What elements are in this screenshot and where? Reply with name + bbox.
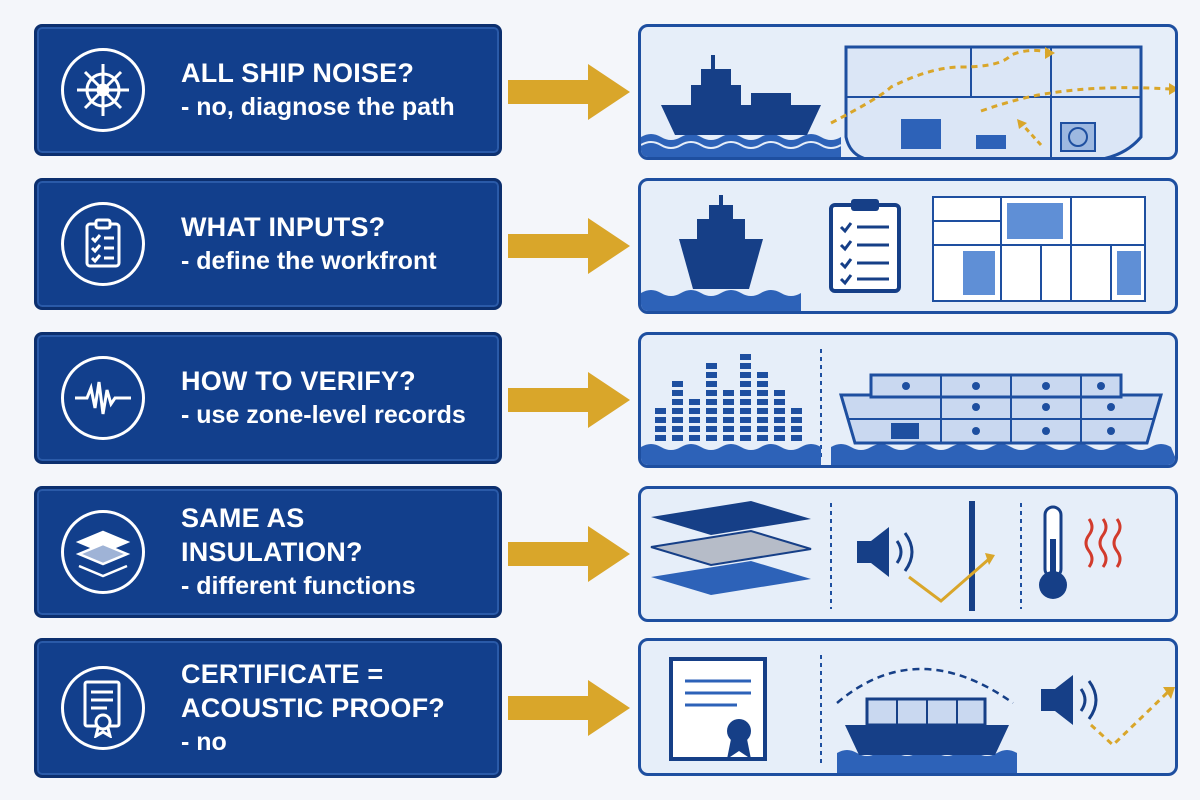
illustration-noise-path: [638, 24, 1178, 160]
certificate-icon: [61, 666, 145, 750]
meter-segment: [774, 399, 785, 405]
meter-segment: [723, 408, 734, 414]
meter-segment: [689, 417, 700, 423]
meter-segment: [672, 426, 683, 432]
meter-segment: [672, 408, 683, 414]
meter-segment: [791, 426, 802, 432]
meter-segment: [740, 426, 751, 432]
meter-segment: [723, 390, 734, 396]
question-answer: - define the workfront: [181, 247, 437, 275]
arrow-right-icon: [508, 218, 630, 274]
meter-segment: [655, 426, 666, 432]
speaker-icon: [1041, 675, 1098, 725]
illustration-certificate-vs-proof: [638, 638, 1178, 776]
meter-segment: [757, 399, 768, 405]
row-ship-noise: ALL SHIP NOISE? - no, diagnose the path: [0, 24, 1200, 160]
meter-segment: [723, 435, 734, 441]
meter-segment: [774, 408, 785, 414]
meter-segment: [672, 399, 683, 405]
illustration-zone-records: [638, 332, 1178, 468]
meter-segment: [791, 408, 802, 414]
illustration-functions: [638, 486, 1178, 622]
meter-segment: [740, 390, 751, 396]
meter-segment: [740, 372, 751, 378]
meter-segment: [791, 417, 802, 423]
question-box: CERTIFICATE = ACOUSTIC PROOF? - no: [34, 638, 502, 778]
meter-segment: [655, 417, 666, 423]
meter-segment: [655, 435, 666, 441]
meter-segment: [706, 417, 717, 423]
question-answer: - use zone-level records: [181, 401, 466, 429]
arrow-right-icon: [508, 680, 630, 736]
meter-segment: [740, 408, 751, 414]
speaker-icon: [857, 527, 914, 577]
meter-segment: [689, 435, 700, 441]
row-certificate: CERTIFICATE = ACOUSTIC PROOF? - no: [0, 638, 1200, 778]
meter-segment: [740, 399, 751, 405]
ship-wheel-icon: [61, 48, 145, 132]
meter-segment: [706, 390, 717, 396]
question-answer: - no, diagnose the path: [181, 93, 455, 121]
meter-segment: [723, 426, 734, 432]
meter-segment: [655, 408, 666, 414]
question-title: ALL SHIP NOISE?: [181, 58, 415, 88]
meter-segment: [757, 426, 768, 432]
meter-segment: [706, 408, 717, 414]
meter-segment: [672, 381, 683, 387]
meter-segment: [740, 381, 751, 387]
meter-segment: [740, 363, 751, 369]
meter-segment: [706, 435, 717, 441]
thermometer-icon: [1039, 505, 1067, 599]
question-answer: - different functions: [181, 572, 416, 600]
row-insulation: SAME AS INSULATION? - different function…: [0, 486, 1200, 622]
meter-segment: [689, 408, 700, 414]
meter-segment: [706, 426, 717, 432]
meter-segment: [706, 399, 717, 405]
meter-segment: [757, 381, 768, 387]
meter-segment: [723, 417, 734, 423]
arrow-right-icon: [508, 64, 630, 120]
meter-segment: [672, 390, 683, 396]
meter-segment: [757, 372, 768, 378]
arrow-right-icon: [508, 526, 630, 582]
row-inputs: WHAT INPUTS? - define the workfront: [0, 178, 1200, 314]
meter-segment: [757, 408, 768, 414]
meter-segment: [740, 435, 751, 441]
question-title: CERTIFICATE = ACOUSTIC PROOF?: [181, 659, 445, 723]
meter-segment: [706, 363, 717, 369]
meter-segment: [706, 381, 717, 387]
meter-segment: [706, 372, 717, 378]
illustration-workfront: [638, 178, 1178, 314]
meter-segment: [723, 399, 734, 405]
meter-segment: [689, 426, 700, 432]
meter-segment: [774, 417, 785, 423]
meter-segment: [757, 417, 768, 423]
meter-segment: [774, 390, 785, 396]
meter-segment: [740, 354, 751, 360]
question-title: HOW TO VERIFY?: [181, 366, 416, 396]
question-answer: - no: [181, 728, 227, 756]
meter-segment: [757, 435, 768, 441]
question-title: WHAT INPUTS?: [181, 212, 386, 242]
meter-segment: [774, 435, 785, 441]
meter-segment: [757, 390, 768, 396]
arrow-right-icon: [508, 372, 630, 428]
meter-segment: [672, 435, 683, 441]
meter-segment: [774, 426, 785, 432]
meter-segment: [791, 435, 802, 441]
checklist-icon: [61, 202, 145, 286]
question-box: WHAT INPUTS? - define the workfront: [34, 178, 502, 310]
question-box: ALL SHIP NOISE? - no, diagnose the path: [34, 24, 502, 156]
meter-segment: [740, 417, 751, 423]
waveform-icon: [61, 356, 145, 440]
meter-segment: [689, 399, 700, 405]
question-title: SAME AS INSULATION?: [181, 503, 363, 567]
layers-icon: [61, 510, 145, 594]
question-box: HOW TO VERIFY? - use zone-level records: [34, 332, 502, 464]
row-verify: HOW TO VERIFY? - use zone-level records: [0, 332, 1200, 468]
question-box: SAME AS INSULATION? - different function…: [34, 486, 502, 618]
meter-segment: [672, 417, 683, 423]
